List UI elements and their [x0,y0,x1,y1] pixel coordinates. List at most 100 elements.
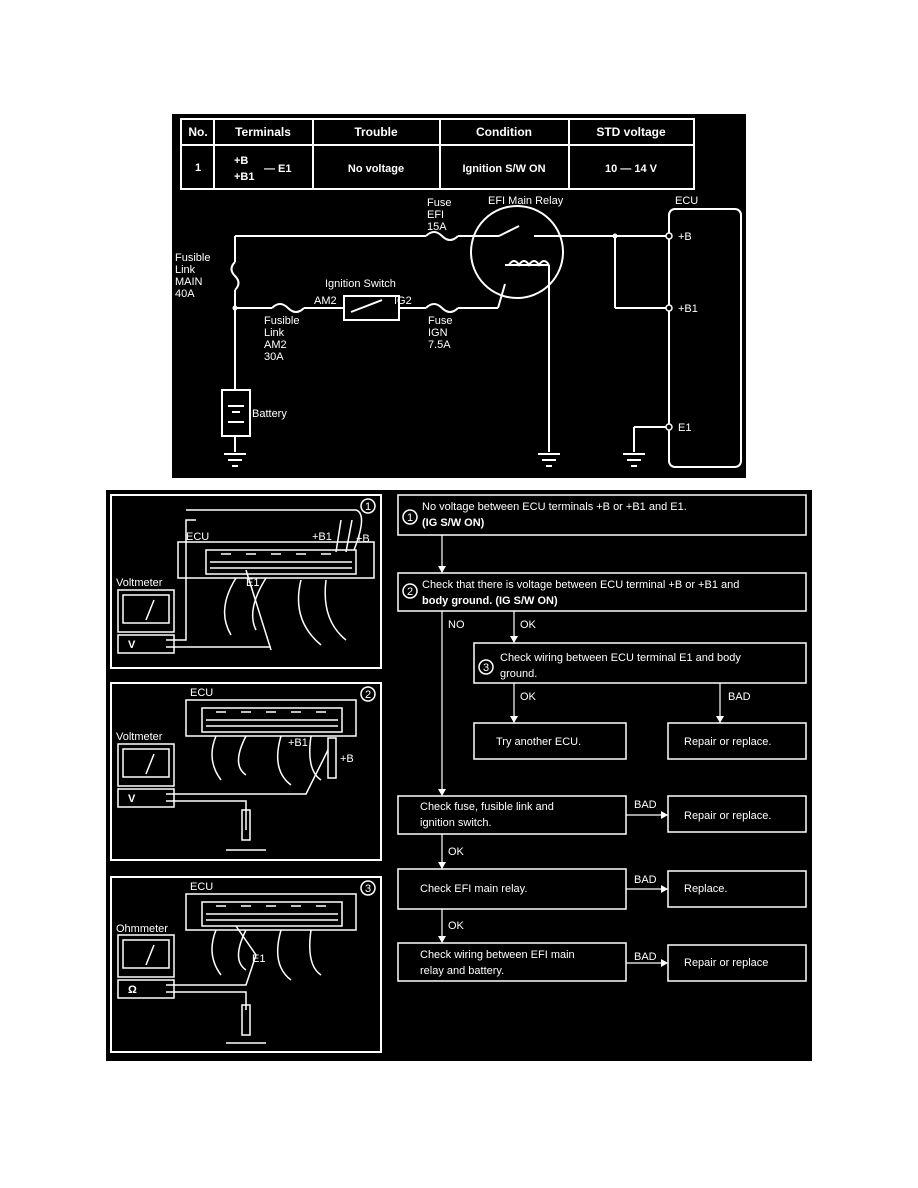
fusible-link-am2-symbol [271,303,305,313]
efi-main-relay-label: EFI Main Relay [488,195,564,207]
am2-label: AM2 [314,295,337,307]
circuit-panel: No. Terminals Trouble Condition STD volt… [172,114,746,478]
illustration-1-b: +B [356,533,370,545]
ecu-label: ECU [675,195,698,207]
illustration-2-b: +B [340,753,354,765]
cell-condition: Ignition S/W ON [462,163,545,175]
ecu-box [668,208,742,468]
cell-terminal-b1: +B1 [234,171,255,183]
cell-terminal-e1: — E1 [264,163,292,175]
troubleshooting-svg: 1 ECU +B1 +B E1 Voltmeter V 2 ECU +B1 +B… [110,494,807,1053]
cell-no: 1 [195,162,201,174]
repair-or-replace-3: Repair or replace [684,957,768,969]
illustration-1-b1: +B1 [312,531,332,543]
fuse-efi-label: Fuse [427,197,451,209]
illustration-2-frame [110,682,382,861]
illustration-2-b1: +B1 [288,737,308,749]
no-label: NO [448,619,465,631]
illustration-1-meter: Voltmeter [116,577,163,589]
illustration-1-unit: V [128,639,136,651]
illustration-3-unit: Ω [128,984,137,996]
ground-symbols [224,453,645,467]
terminal-b-label: +B [678,231,692,243]
wiring [221,205,742,468]
illustration-3 [117,880,376,1044]
bad-label-2: BAD [634,799,657,811]
illustration-2-ecu: ECU [190,687,213,699]
spec-table [180,118,695,190]
step2-text: Check that there is voltage between ECU … [422,579,739,591]
fuse-ign-label: Fuse [428,315,452,327]
terminal-b1-label: +B1 [678,303,698,315]
illustration-3-number: 3 [365,883,371,895]
troubleshooting-panel: 1 ECU +B1 +B E1 Voltmeter V 2 ECU +B1 +B… [106,490,812,1061]
fuse-efi-rating: 15A [427,221,447,233]
try-another-ecu: Try another ECU. [496,736,581,748]
fusible-link-main-symbol [230,261,240,291]
check-wiring-text-2: relay and battery. [420,965,504,977]
fusible-link-main-label: Fusible [175,252,210,264]
illustration-2 [117,686,376,851]
efi-main-relay-circle [470,205,564,299]
header-trouble: Trouble [354,125,398,139]
illustration-1-frame [110,494,382,669]
cell-trouble: No voltage [348,163,404,175]
check-fuse-text: Check fuse, fusible link and [420,801,554,813]
illustration-2-meter: Voltmeter [116,731,163,743]
ok-label-2: OK [520,691,537,703]
illustration-3-e1: E1 [252,953,265,965]
terminal-e1-label: E1 [678,422,691,434]
fusible-link-am2-label-2: Link [264,327,285,339]
ig2-label: IG2 [394,295,412,307]
repair-or-replace-2: Repair or replace. [684,810,771,822]
illustration-3-ecu: ECU [190,881,213,893]
fusible-link-main-label-3: MAIN [175,276,203,288]
step3-number: 3 [483,662,489,674]
cell-std-voltage: 10 — 14 V [605,163,658,175]
step1-text: No voltage between ECU terminals +B or +… [422,501,687,513]
fusible-link-am2-label-3: AM2 [264,339,287,351]
circuit-svg: No. Terminals Trouble Condition STD volt… [175,118,742,468]
ok-label-4: OK [448,920,465,932]
replace-text: Replace. [684,883,727,895]
check-relay-text: Check EFI main relay. [420,883,527,895]
fuse-efi-symbol [425,231,459,241]
ignition-switch-label: Ignition Switch [325,278,396,290]
bad-label-4: BAD [634,951,657,963]
battery-label: Battery [252,408,287,420]
fusible-link-main-label-2: Link [175,264,196,276]
fusible-link-main-rating: 40A [175,288,195,300]
fuse-ign-symbol [425,303,459,313]
step2-condition: body ground. (IG S/W ON) [422,595,558,607]
step1-number: 1 [407,512,413,524]
illustration-1 [117,498,376,654]
step3-text: Check wiring between ECU terminal E1 and… [500,652,741,664]
ok-label: OK [520,619,537,631]
bad-label-3: BAD [634,874,657,886]
illustration-2-unit: V [128,793,136,805]
illustration-1-e1: E1 [246,577,259,589]
illustration-3-meter: Ohmmeter [116,923,168,935]
header-condition: Condition [476,125,532,139]
check-fuse-text-2: ignition switch. [420,817,492,829]
fuse-ign-label-2: IGN [428,327,448,339]
cell-terminal-b: +B [234,155,248,167]
repair-or-replace-1: Repair or replace. [684,736,771,748]
fusible-link-am2-label: Fusible [264,315,299,327]
ok-label-3: OK [448,846,465,858]
illustration-2-number: 2 [365,689,371,701]
fuse-ign-rating: 7.5A [428,339,451,351]
step3-text-2: ground. [500,668,537,680]
flowchart-boxes [397,494,807,982]
illustration-1-ecu: ECU [186,531,209,543]
check-wiring-text: Check wiring between EFI main [420,949,575,961]
fusible-link-am2-rating: 30A [264,351,284,363]
step2-number: 2 [407,586,413,598]
illustration-3-frame [110,876,382,1053]
bad-label: BAD [728,691,751,703]
step1-condition: (IG S/W ON) [422,517,485,529]
header-no: No. [188,125,207,139]
fuse-efi-label-2: EFI [427,209,444,221]
illustration-1-number: 1 [365,501,371,513]
ignition-switch-box [343,295,400,321]
